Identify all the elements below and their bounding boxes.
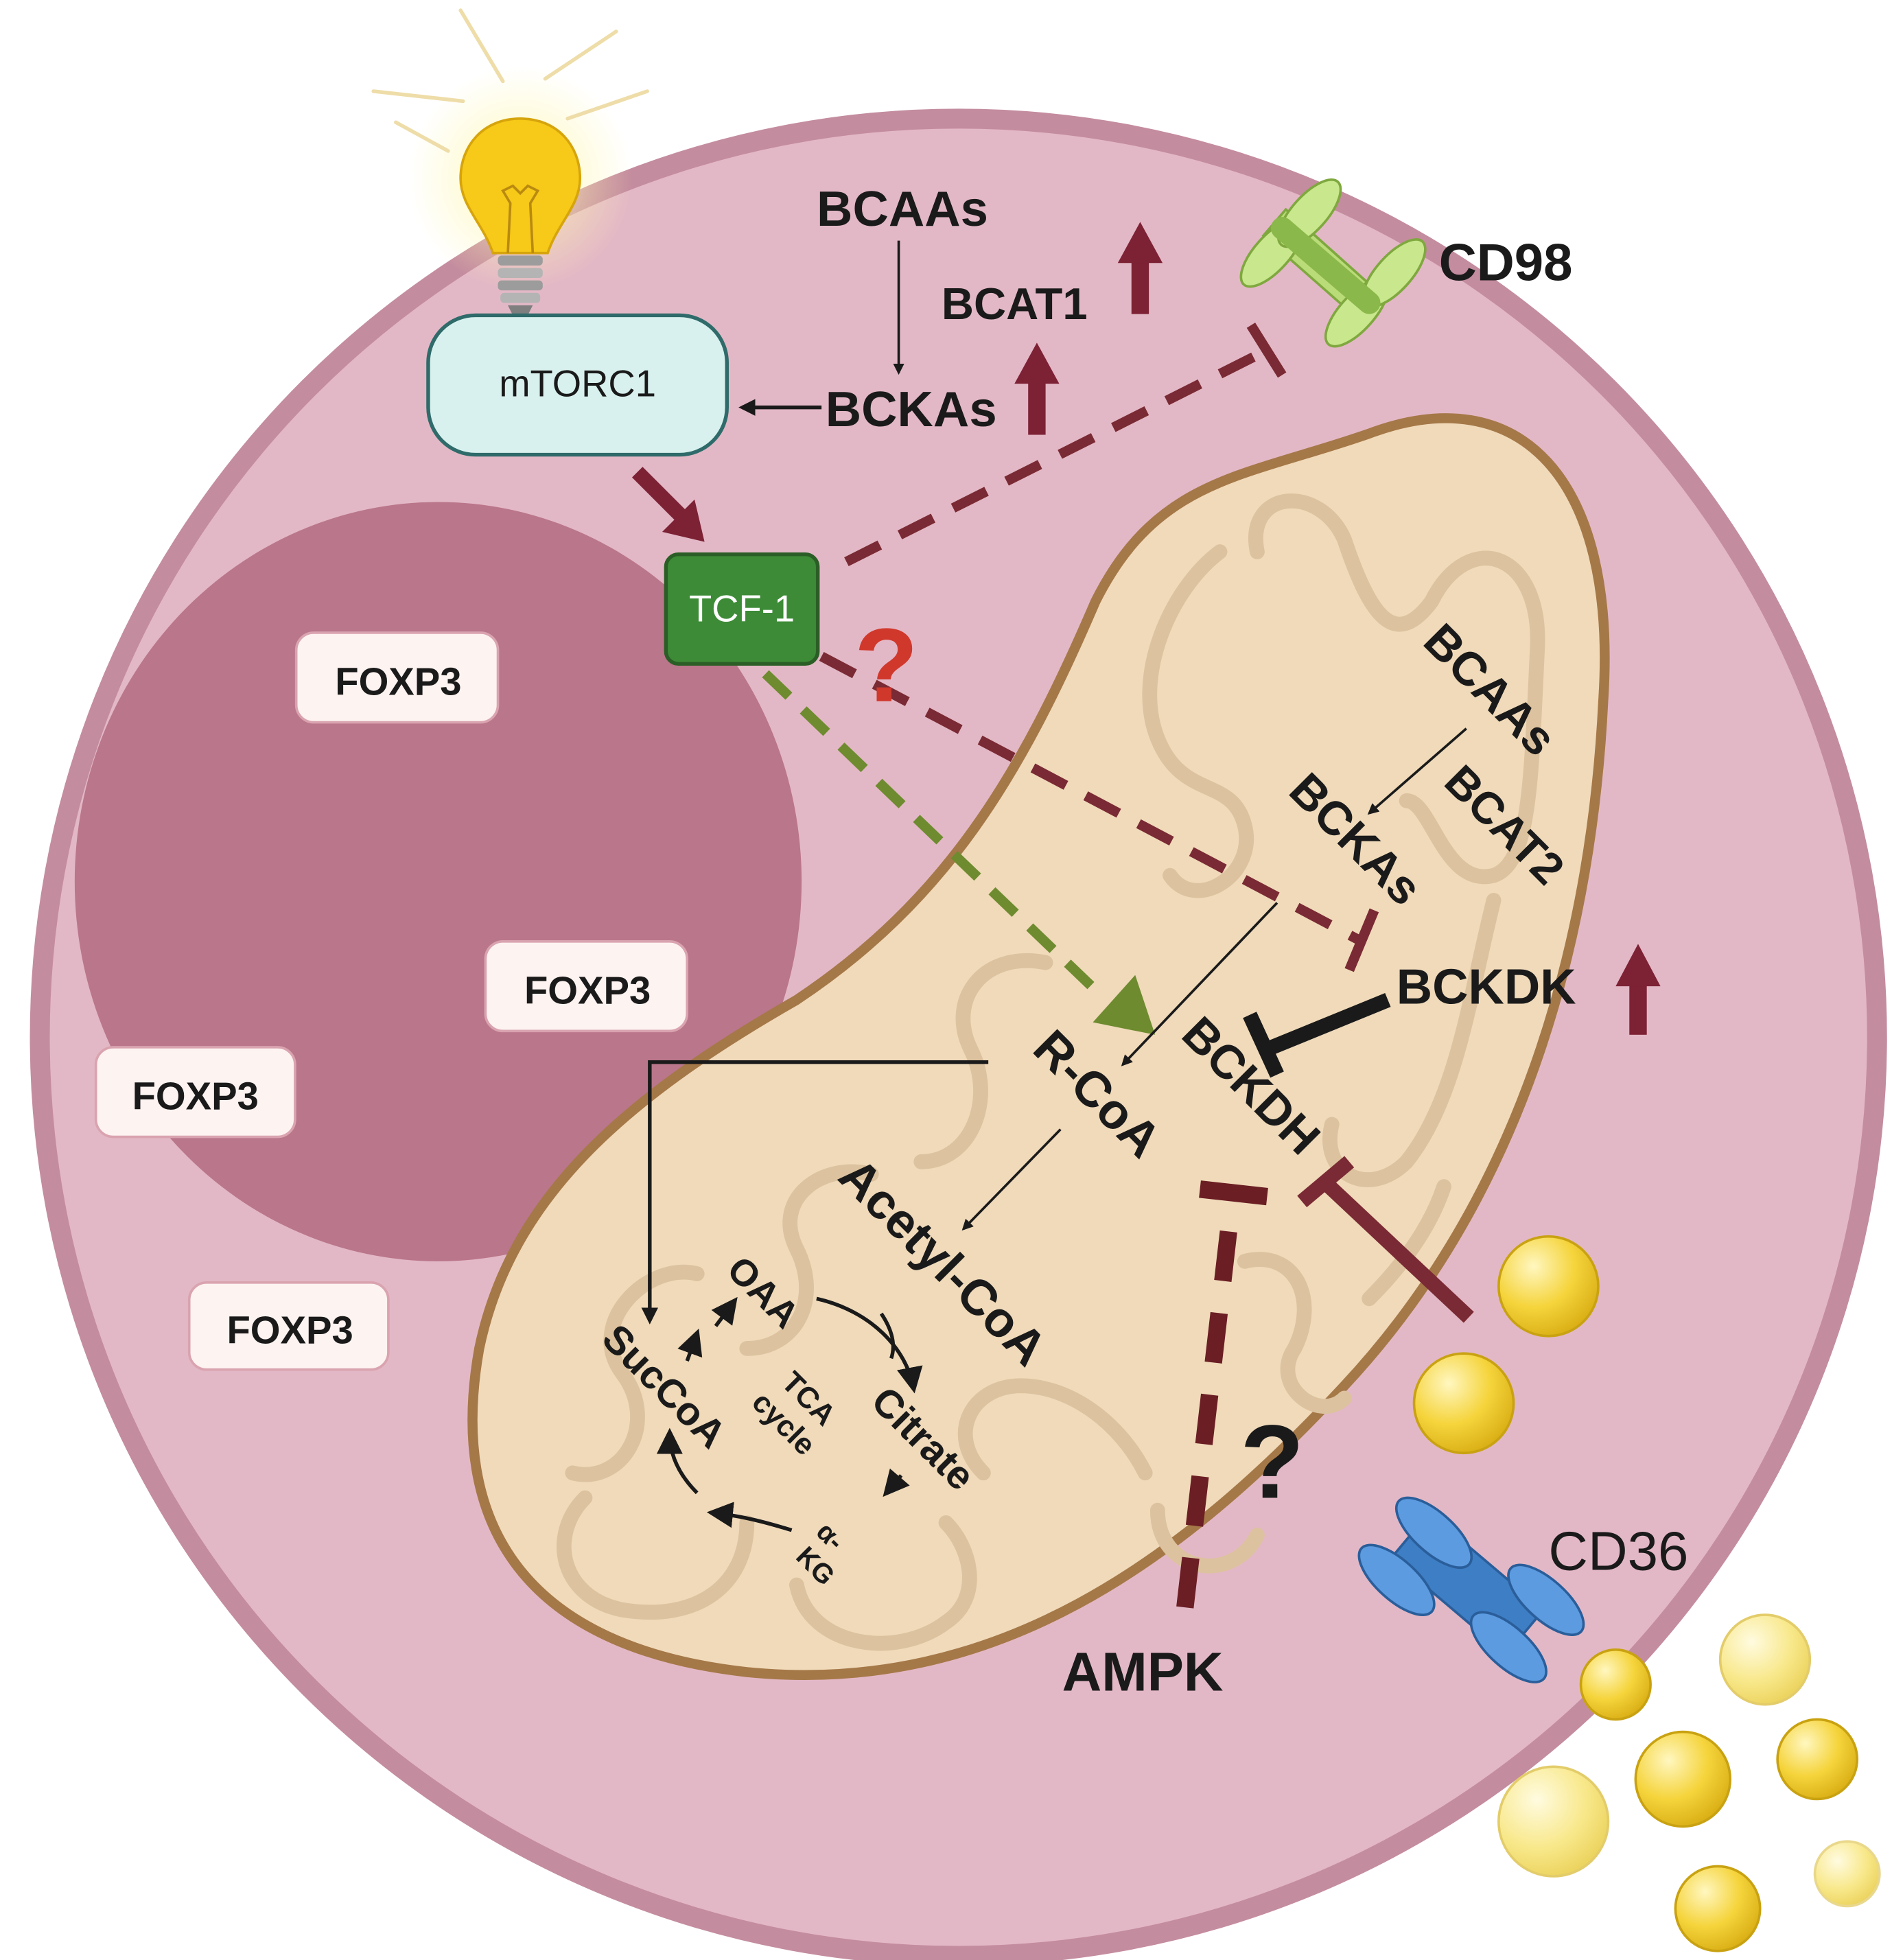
lipid-droplet-icon xyxy=(1674,1865,1762,1952)
bckdk-upregulated-arrow xyxy=(1615,944,1661,1035)
question-mark-red: ? xyxy=(854,607,918,724)
rcoa-to-acetylcoa-arrow xyxy=(961,1128,1062,1231)
svg-text:FOXP3: FOXP3 xyxy=(226,1309,353,1352)
bckdh-inhibition-bar-ampk xyxy=(1199,1180,1268,1206)
lipid-droplet-icon xyxy=(1412,1352,1515,1455)
svg-text:FOXP3: FOXP3 xyxy=(335,660,461,703)
svg-text:FOXP3: FOXP3 xyxy=(524,968,651,1012)
question-mark-black: ? xyxy=(1240,1404,1304,1521)
lipid-droplet-icon xyxy=(1579,1648,1652,1721)
cd98-inhibition-bar xyxy=(1246,323,1287,378)
cytosol-bcaas-label: BCAAs xyxy=(817,181,988,237)
bcat1-upregulated-arrow xyxy=(1117,222,1163,314)
bckas-to-rcoa-arrow xyxy=(1121,902,1278,1066)
ampk-inhibits-bckdh-dashed xyxy=(1176,1198,1241,1609)
foxp3-badge: FOXP3 xyxy=(294,631,500,724)
foxp3-badge: FOXP3 xyxy=(484,940,689,1033)
lipid-droplets xyxy=(1412,1235,1881,1952)
ampk-label: AMPK xyxy=(1062,1642,1224,1703)
mito-bcaas-to-bckas-arrow xyxy=(1367,727,1467,815)
cd36-label: CD36 xyxy=(1548,1521,1688,1582)
bckdh-inhibition-bar-lipid xyxy=(1297,1156,1355,1208)
tcf1-inhibits-bckdk-dashed xyxy=(819,651,1362,945)
cd98-label: CD98 xyxy=(1439,234,1573,292)
tcf1-activation-arrowhead xyxy=(1093,975,1156,1035)
foxp3-badge: FOXP3 xyxy=(94,1046,296,1139)
cd98-transporter-icon xyxy=(1239,178,1427,348)
bckdh-inhibition-bar-black xyxy=(1243,1012,1284,1078)
lipid-droplet-icon xyxy=(1497,1235,1600,1338)
mtorc1-label: mTORC1 xyxy=(499,362,656,404)
tcf1-box xyxy=(664,552,820,666)
bcat1-label: BCAT1 xyxy=(942,279,1088,329)
bckdk-label: BCKDK xyxy=(1397,959,1576,1014)
lipid-droplet-icon xyxy=(1497,1765,1610,1878)
rcoa-to-succoa-arrow xyxy=(641,1060,989,1325)
tcf1-inhibits-cd98-dashed xyxy=(844,345,1270,567)
lipid-droplet-icon xyxy=(1718,1613,1812,1706)
mtorc1-to-tcf1-arrow xyxy=(631,467,705,542)
cd36-transporter-icon xyxy=(1357,1496,1585,1683)
foxp3-badge: FOXP3 xyxy=(187,1281,390,1371)
tcf1-label: TCF-1 xyxy=(689,588,795,630)
lipid-droplet-icon xyxy=(1776,1718,1859,1801)
bckdk-inhibition-bar xyxy=(1344,908,1379,972)
tcf1-activates-bckdh-dashed xyxy=(762,670,1099,994)
cytosol-bckas-label: BCKAs xyxy=(826,382,997,437)
mtorc1-box xyxy=(426,313,729,457)
lipid-inhibits-bckdh xyxy=(1322,1178,1474,1323)
svg-text:FOXP3: FOXP3 xyxy=(132,1075,259,1118)
light-bulb-icon xyxy=(371,8,649,320)
bckdk-inhibits-bckdh xyxy=(1269,992,1391,1055)
bckas-upregulated-arrow xyxy=(1014,342,1060,435)
tca-cycle-arrows xyxy=(656,1296,923,1532)
lipid-droplet-icon xyxy=(1813,1840,1881,1908)
lipid-droplet-icon xyxy=(1634,1730,1732,1828)
mitochondrion xyxy=(467,413,1610,1680)
